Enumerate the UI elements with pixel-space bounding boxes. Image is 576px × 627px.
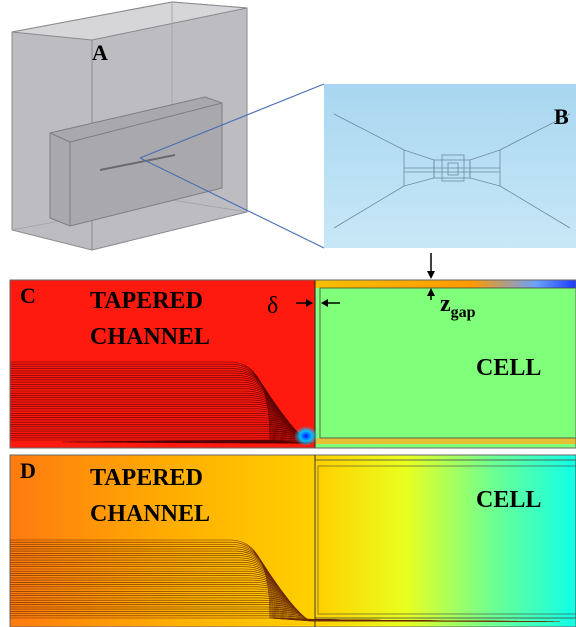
streamline bbox=[10, 613, 546, 622]
streamline bbox=[10, 611, 539, 622]
panel-d-field bbox=[9, 454, 576, 627]
channel-feature bbox=[99, 154, 176, 171]
streamline bbox=[10, 608, 532, 622]
panel-a-letter: A bbox=[92, 40, 108, 65]
streamline bbox=[10, 591, 475, 622]
panel-b-inset bbox=[324, 84, 576, 248]
streamline bbox=[10, 602, 511, 622]
zgap-main: z bbox=[440, 291, 451, 317]
zoom-line-bottom bbox=[139, 157, 325, 249]
panel-c-cell-label: CELL bbox=[476, 355, 542, 381]
field-region bbox=[10, 455, 576, 627]
inset-background bbox=[324, 84, 576, 248]
channel-line-1: TAPERED bbox=[90, 465, 203, 491]
streamline bbox=[10, 597, 496, 622]
panel-d-channel-label: TAPERED CHANNEL bbox=[90, 460, 210, 532]
panel-b-letter: B bbox=[554, 104, 569, 129]
panel-d-letter: D bbox=[20, 458, 36, 483]
gap-strip bbox=[315, 280, 576, 288]
zgap-label: zgap bbox=[440, 286, 476, 325]
zgap-sub: gap bbox=[450, 303, 476, 321]
channel-line-2: CHANNEL bbox=[90, 324, 211, 350]
delta-symbol: δ bbox=[267, 293, 279, 319]
cell-region bbox=[315, 280, 576, 448]
streamline bbox=[10, 588, 468, 622]
streamline bbox=[10, 410, 296, 444]
streamlines-d bbox=[10, 539, 561, 622]
streamline bbox=[10, 595, 489, 622]
zoom-line-top bbox=[139, 83, 325, 159]
streamlines-c bbox=[10, 361, 313, 444]
streamline bbox=[10, 599, 503, 622]
panel-c-field bbox=[9, 253, 576, 449]
streamline bbox=[10, 606, 525, 622]
streamline bbox=[10, 617, 561, 622]
outer-box-top bbox=[11, 1, 248, 41]
inner-slab bbox=[49, 96, 223, 227]
panel-d-cell-label: CELL bbox=[476, 487, 542, 513]
channel-line-1: TAPERED bbox=[90, 288, 203, 314]
hotspot bbox=[294, 426, 318, 446]
channel-line-2: CHANNEL bbox=[90, 501, 211, 527]
panel-a-geometry bbox=[11, 1, 325, 251]
panel-c-channel-label: TAPERED CHANNEL bbox=[90, 283, 210, 355]
streamline bbox=[10, 604, 518, 622]
streamline bbox=[10, 615, 553, 622]
streamline bbox=[10, 593, 482, 622]
panel-c-letter: C bbox=[20, 283, 36, 308]
